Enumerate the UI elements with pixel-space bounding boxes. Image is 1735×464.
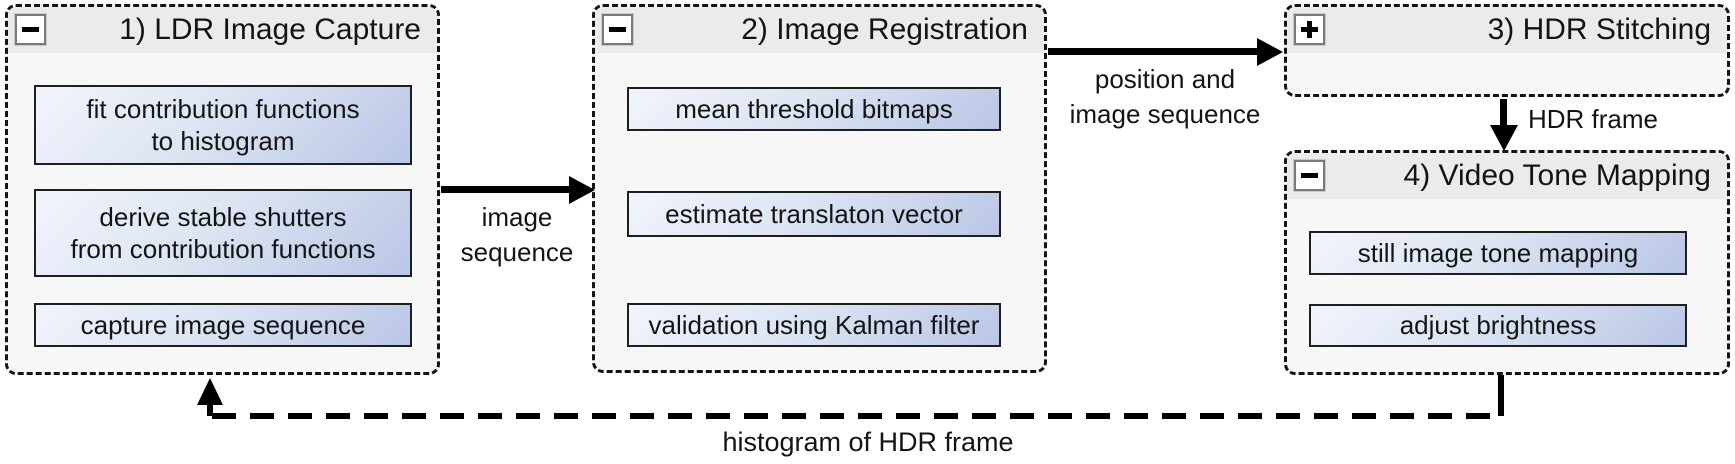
- minus-icon: [22, 21, 39, 38]
- group-ldr-image-capture: 1) LDR Image Capture fit contribution fu…: [5, 4, 440, 375]
- step-estimate-translation-vector: estimate translaton vector: [627, 191, 1001, 237]
- arrowhead-up-icon: [197, 378, 223, 405]
- group-title: 3) HDR Stitching: [1487, 13, 1711, 46]
- group-hdr-stitching: 3) HDR Stitching: [1284, 4, 1730, 97]
- collapse-button[interactable]: [601, 13, 634, 46]
- arrow-label-position-and-image-sequence: position and image sequence: [1069, 64, 1261, 130]
- step-adjust-brightness: adjust brightness: [1309, 304, 1687, 347]
- arrowhead-right-icon: [1257, 38, 1283, 66]
- collapse-button[interactable]: [1293, 159, 1326, 192]
- plus-icon: [1301, 21, 1318, 38]
- arrowhead-down-icon: [1490, 125, 1518, 151]
- step-capture-image-sequence: capture image sequence: [34, 303, 412, 347]
- group-titlebar: 3) HDR Stitching: [1287, 7, 1727, 53]
- group-titlebar: 2) Image Registration: [595, 7, 1044, 53]
- group-title: 1) LDR Image Capture: [119, 13, 421, 46]
- step-fit-contribution-functions: fit contribution functions to histogram: [34, 85, 412, 165]
- feedback-line-riser-right: [1498, 375, 1504, 416]
- minus-icon: [1301, 167, 1318, 184]
- feedback-dashed-line: [212, 413, 1502, 419]
- arrowhead-right-icon: [569, 176, 595, 204]
- collapse-button[interactable]: [14, 13, 47, 46]
- step-derive-stable-shutters: derive stable shutters from contribution…: [34, 189, 412, 277]
- feedback-line-riser-left: [207, 403, 213, 416]
- minus-icon: [609, 21, 626, 38]
- group-image-registration: 2) Image Registration mean threshold bit…: [592, 4, 1047, 373]
- feedback-label-histogram-of-hdr-frame: histogram of HDR frame: [722, 427, 1014, 457]
- expand-button[interactable]: [1293, 13, 1326, 46]
- arrow-stitching-to-tonemapping: [1500, 99, 1507, 127]
- step-mean-threshold-bitmaps: mean threshold bitmaps: [627, 87, 1001, 131]
- group-title: 2) Image Registration: [741, 13, 1028, 46]
- step-still-image-tone-mapping: still image tone mapping: [1309, 231, 1687, 275]
- arrow-label-hdr-frame: HDR frame: [1528, 104, 1659, 134]
- group-video-tone-mapping: 4) Video Tone Mapping still image tone m…: [1284, 150, 1730, 375]
- arrow-label-image-sequence: image sequence: [460, 202, 574, 268]
- arrow-capture-to-registration: [441, 186, 573, 193]
- group-titlebar: 4) Video Tone Mapping: [1287, 153, 1727, 199]
- arrow-registration-to-stitching: [1048, 48, 1260, 55]
- group-title: 4) Video Tone Mapping: [1403, 159, 1711, 192]
- step-validation-kalman-filter: validation using Kalman filter: [627, 303, 1001, 347]
- group-titlebar: 1) LDR Image Capture: [8, 7, 437, 53]
